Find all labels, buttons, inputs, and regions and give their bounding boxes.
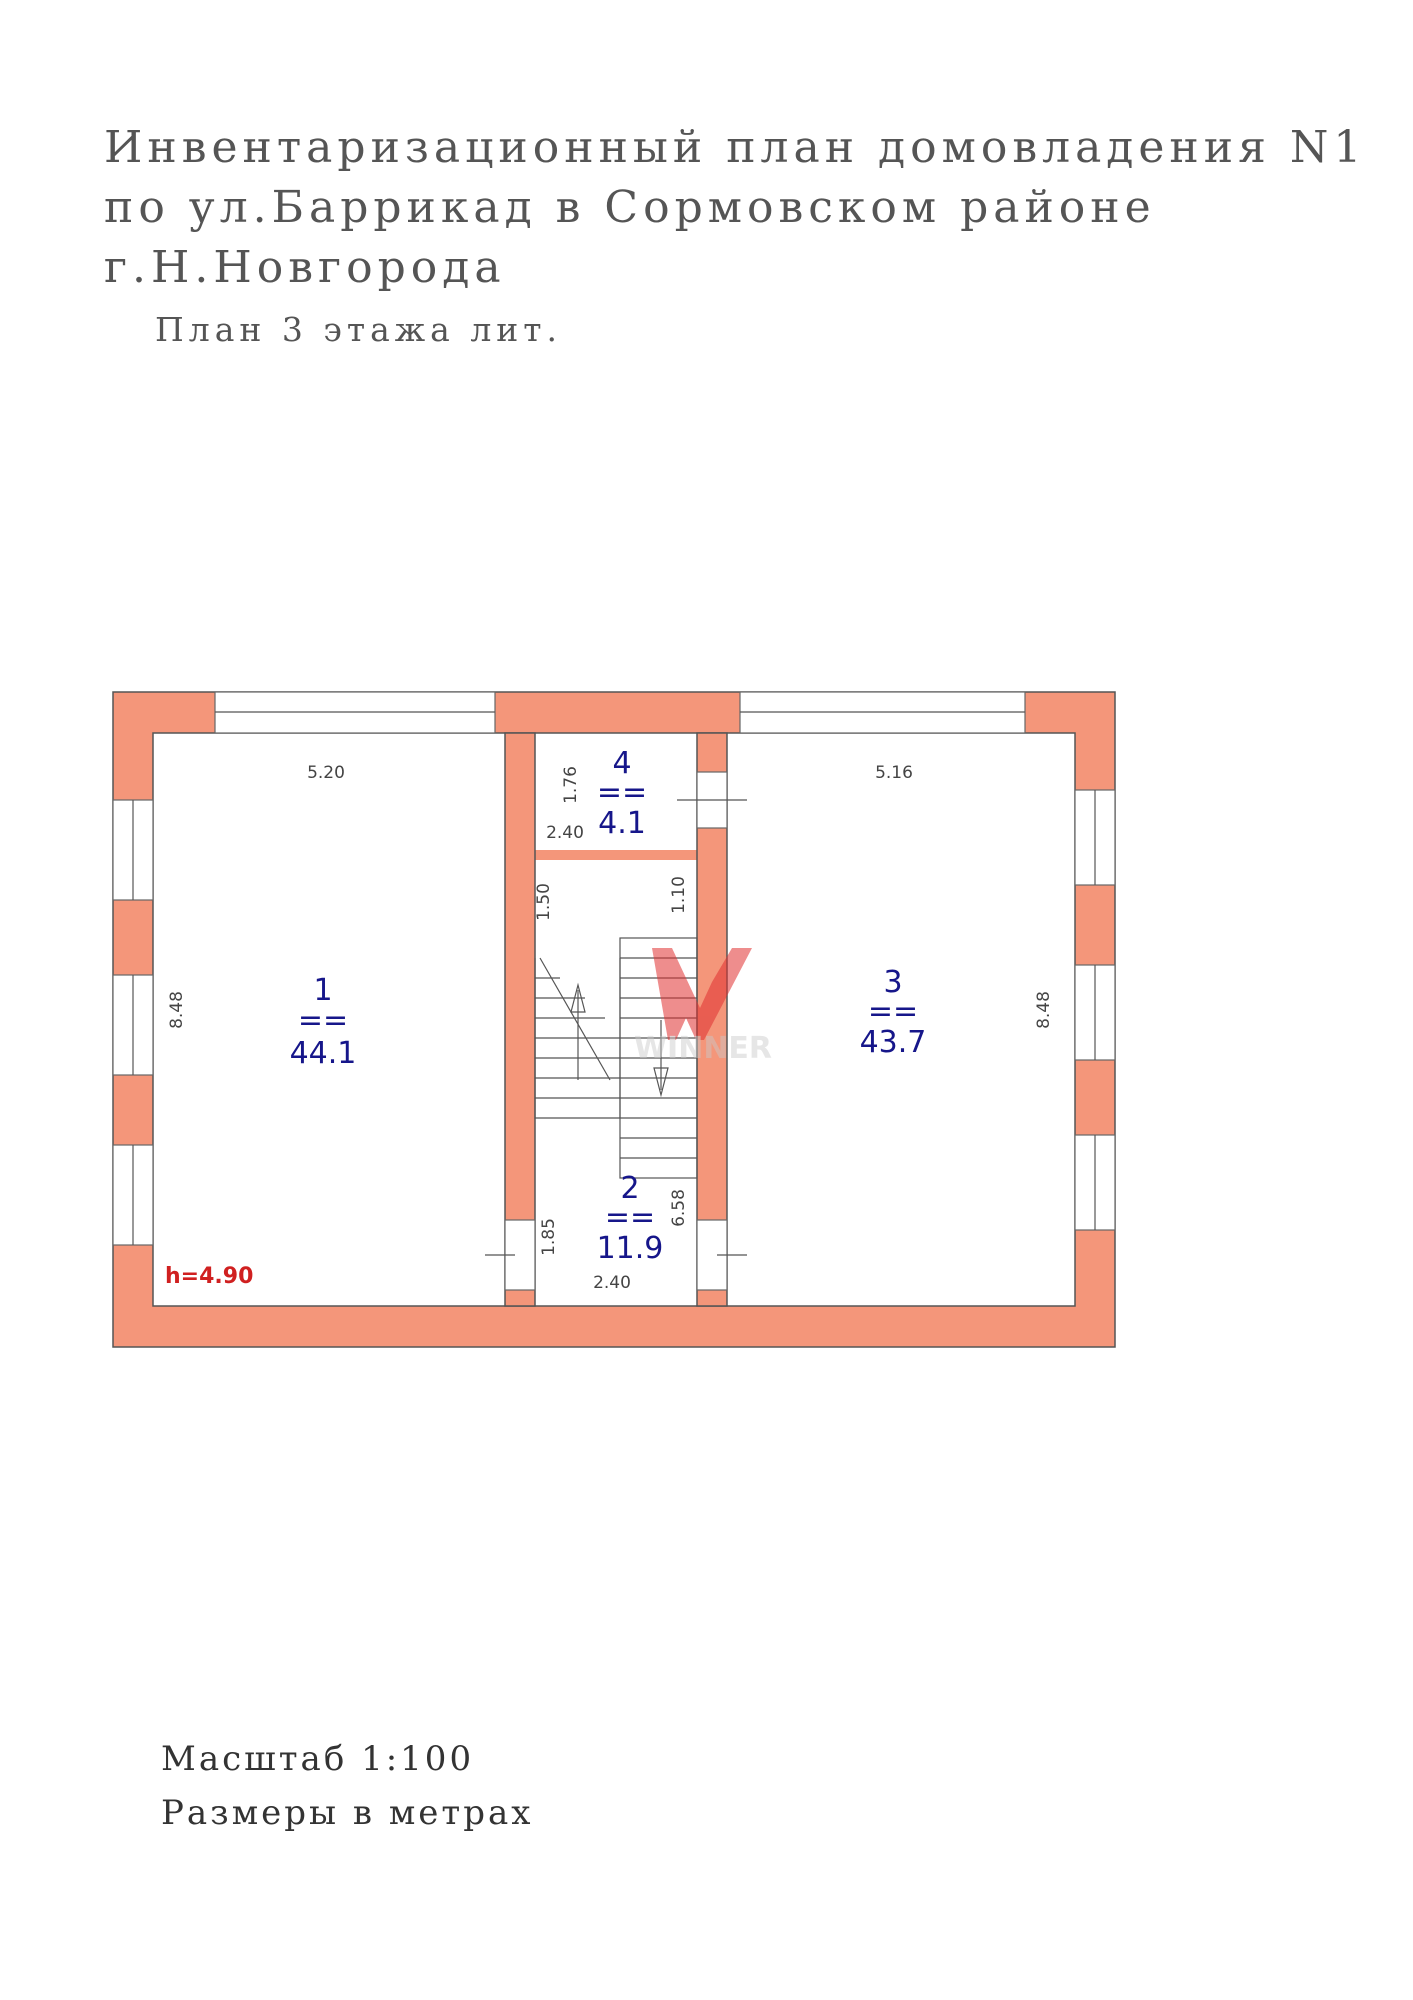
room-area: 11.9 [597, 1231, 664, 1266]
staircase [534, 937, 698, 1179]
dimension-label: 5.20 [307, 763, 345, 783]
dimension-label: 8.48 [1034, 991, 1054, 1029]
dimension-label: 8.48 [167, 991, 187, 1029]
room-number: 1 [313, 973, 332, 1008]
room-separator: == [298, 1003, 348, 1038]
stair-arrow-down-icon [653, 1067, 669, 1098]
dimension-label: 1.85 [539, 1218, 559, 1256]
plan-footer: Масштаб 1:100 Размеры в метрах [161, 1732, 533, 1840]
floor-subtitle: План 3 этажа лит. [155, 310, 563, 349]
plan-title: Инвентаризационный план домовладения N1 … [104, 118, 1366, 298]
room-area: 44.1 [290, 1036, 357, 1071]
room-number: 2 [620, 1171, 639, 1206]
room-separator: == [868, 994, 918, 1029]
dimension-label: 1.50 [534, 883, 554, 921]
units-label: Размеры в метрах [161, 1793, 534, 1833]
interior-wall-room4 [535, 850, 697, 860]
room-number: 3 [883, 965, 902, 1000]
title-line-3: г.Н.Новгорода [104, 242, 506, 293]
room-separator: == [597, 775, 647, 810]
dimension-label: 2.40 [593, 1273, 631, 1293]
stair-arrow-up-icon [570, 982, 586, 1013]
scale-label: Масштаб 1:100 [161, 1739, 475, 1779]
stair-break-line [539, 957, 611, 1081]
interior-wall-left [505, 733, 535, 1306]
room-separator: == [605, 1200, 655, 1235]
winner-logo-watermark: WINNER [634, 948, 772, 1066]
dimension-label: 5.16 [875, 763, 913, 783]
winner-logo-shape [652, 948, 752, 1040]
room-number: 4 [612, 746, 631, 781]
dimension-label: 6.58 [669, 1189, 689, 1227]
dimension-label: 1.76 [561, 766, 581, 804]
room-area: 4.1 [598, 806, 646, 841]
room-area: 43.7 [860, 1025, 927, 1060]
title-line-1: Инвентаризационный план домовладения N1 [104, 122, 1367, 173]
watermark-text: WINNER [634, 1031, 772, 1066]
ceiling-height-label: h=4.90 [165, 1264, 253, 1289]
dimension-label: 1.10 [669, 876, 689, 914]
dimension-label: 2.40 [546, 823, 584, 843]
title-line-2: по ул.Баррикад в Сормовском районе [104, 182, 1156, 233]
